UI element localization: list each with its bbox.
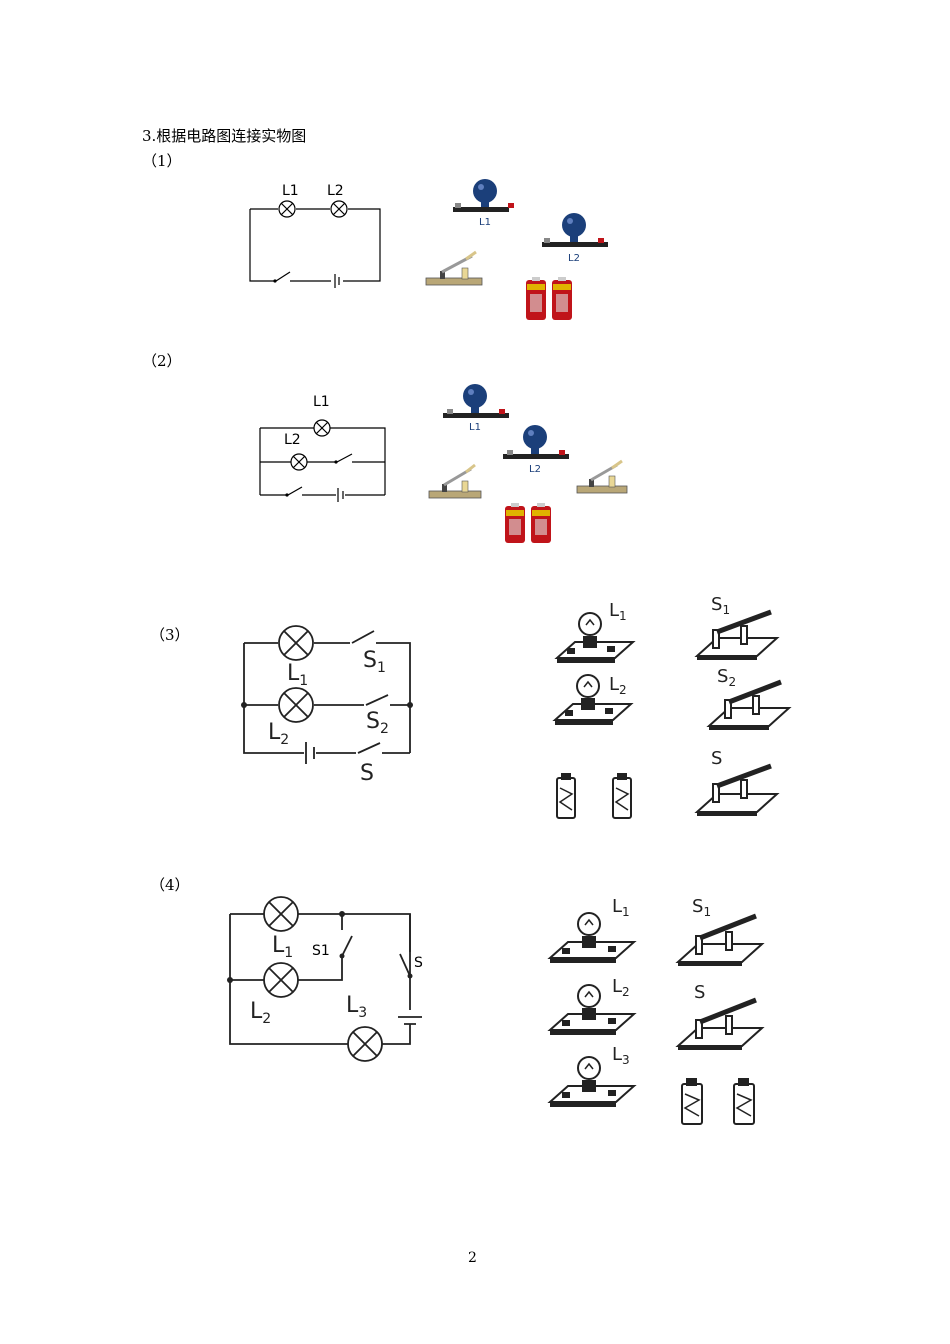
components-4: L1 L2 L3 S1 S — [547, 896, 765, 1125]
lamp-L3-label: L3 — [612, 1044, 630, 1067]
lamp-L2-label: L2 — [268, 720, 289, 748]
bulb-L1-icon — [443, 384, 509, 418]
lamp-L2-label: L2 — [327, 183, 344, 199]
lamp-holder-L3-icon — [547, 1056, 637, 1107]
knife-switch-S-icon — [694, 763, 780, 816]
battery-icon — [531, 503, 551, 543]
switch-S1-label: S1 — [692, 896, 711, 919]
knife-switch-S1-icon — [675, 913, 765, 966]
lamp-L1-label: L1 — [609, 600, 627, 623]
knife-switch-S2-icon — [706, 679, 792, 730]
switch-S-label: S — [711, 748, 722, 769]
lamp-L1-label: L1 — [282, 183, 299, 199]
lamp-holder-L2-icon — [547, 984, 637, 1035]
switch-S1-label: S1 — [711, 594, 730, 617]
battery-icon — [733, 1078, 755, 1125]
bulb-L2-label: L2 — [568, 253, 580, 264]
battery-icon — [556, 773, 576, 819]
battery-icon — [681, 1078, 703, 1125]
knife-switch-icon — [576, 459, 628, 494]
lamp-L2-label: L2 — [250, 999, 271, 1027]
switch-S1-label: S1 — [312, 943, 330, 959]
lamp-L1-label: L1 — [612, 896, 630, 919]
bulb-L2-icon — [503, 425, 569, 459]
knife-switch-S1-icon — [694, 609, 780, 660]
battery-icon — [505, 503, 525, 543]
knife-switch-S-icon — [675, 997, 765, 1050]
components-1: L1 L2 — [425, 179, 608, 320]
part-4-label: （4） — [150, 876, 190, 894]
components-3: L1 L2 ‾ S1 S2 S — [552, 592, 792, 819]
circuit-diagram-4: L1 L2 L3 S1 S — [227, 896, 423, 1062]
bulb-L1-label: L1 — [479, 217, 491, 228]
bulb-L1-label: L1 — [469, 422, 481, 433]
switch-S1-label: S1 — [363, 648, 386, 676]
lamp-L3-label: L3 — [346, 993, 367, 1021]
bulb-L2-label: L2 — [529, 464, 541, 475]
circuit-diagram-1: L1 L2 — [249, 183, 381, 288]
question-title: 3.根据电路图连接实物图 — [142, 127, 307, 145]
lamp-holder-L1-icon — [554, 612, 636, 663]
switch-S-label: S — [360, 761, 374, 786]
knife-switch-icon — [425, 250, 483, 286]
lamp-holder-L1-icon — [547, 912, 637, 963]
lamp-L1-label: L1 — [287, 661, 308, 689]
switch-S-label: S — [414, 955, 423, 971]
lamp-holder-L2-icon — [552, 674, 634, 725]
lamp-L2-label: L2 — [609, 674, 627, 697]
part-2-label: （2） — [142, 352, 182, 370]
switch-S2-label: S2 — [366, 709, 389, 737]
circuit-diagram-2: L1 L2 — [259, 394, 386, 502]
lamp-L1-label: L1 — [313, 394, 330, 410]
battery-icon — [612, 773, 632, 819]
page-number: 2 — [468, 1250, 477, 1266]
battery-icon — [526, 277, 546, 320]
lamp-L2-label: L2 — [612, 976, 630, 999]
switch-S-label: S — [694, 982, 705, 1003]
bulb-L1-icon — [453, 179, 514, 212]
part-3-label: （3） — [150, 626, 190, 644]
circuit-diagram-3: S1 L1 S2 L2 S — [241, 625, 413, 786]
switch-S2-label: S2 — [717, 666, 736, 689]
battery-icon — [552, 277, 572, 320]
dash-mark: ‾ — [689, 592, 699, 600]
lamp-L1-label: L1 — [272, 933, 293, 961]
knife-switch-icon — [428, 463, 482, 499]
lamp-L2-label: L2 — [284, 432, 301, 448]
components-2: L1 L2 — [428, 384, 628, 543]
bulb-L2-icon — [542, 213, 608, 247]
part-1-label: （1） — [142, 152, 182, 170]
